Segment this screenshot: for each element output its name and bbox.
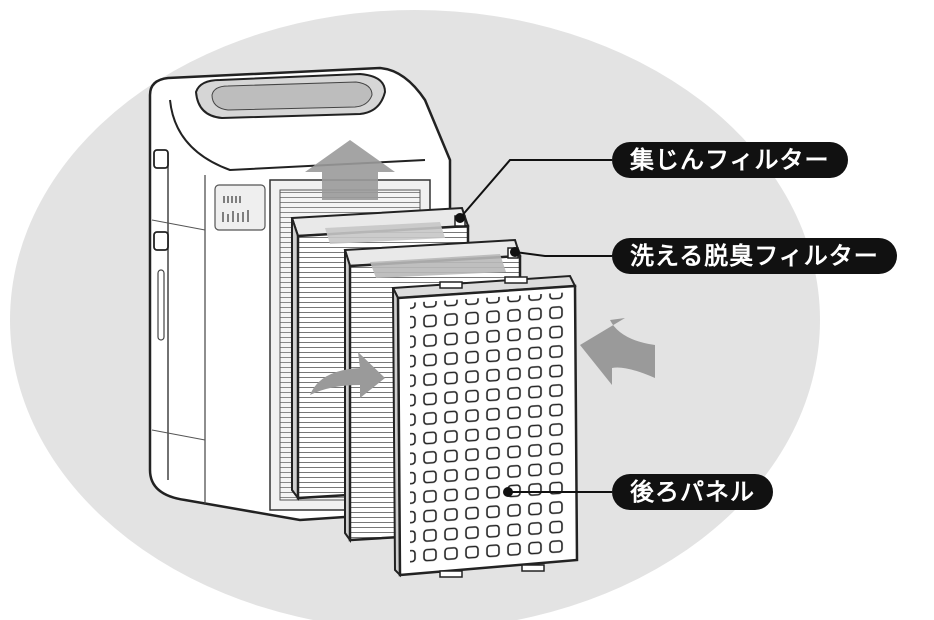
airflow-in-arrow-right xyxy=(580,318,655,385)
airflow-in-arrow-middle xyxy=(310,352,385,398)
leader-dot-rear-panel xyxy=(503,487,513,497)
label-washable-deodorizing-filter: 洗える脱臭フィルター xyxy=(612,238,897,274)
rear-panel-illustration xyxy=(391,274,579,578)
leader-line-dust-filter xyxy=(459,159,612,219)
airflow-top-band-2 xyxy=(370,254,506,278)
leader-line-deodorizing-filter xyxy=(514,251,612,257)
leader-dot-deodorizing-filter xyxy=(510,247,520,257)
airflow-top-band-1 xyxy=(325,222,445,244)
leader-dot-dust-filter xyxy=(455,213,465,223)
label-rear-panel: 後ろパネル xyxy=(612,474,773,510)
label-dust-filter: 集じんフィルター xyxy=(612,142,848,178)
airflow-up-arrow xyxy=(305,140,395,200)
